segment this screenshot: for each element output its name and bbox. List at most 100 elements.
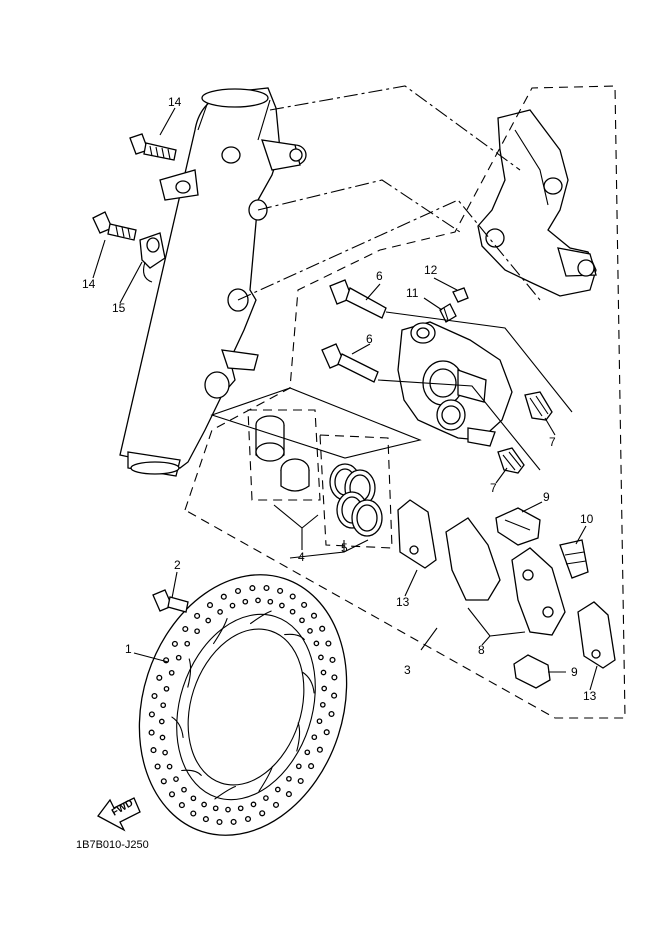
pad-left [397, 499, 437, 569]
disc-hole [310, 612, 318, 619]
disc-hole [162, 749, 168, 756]
disc-hole [289, 608, 296, 615]
disc-hole [154, 763, 161, 770]
disc-hole [216, 818, 223, 826]
bleed-cap [452, 287, 469, 303]
pad-kit [445, 517, 566, 636]
brake-disc [138, 574, 348, 836]
disc-vent-slot [171, 716, 184, 739]
disc-hole [323, 729, 330, 736]
disc-hole [263, 795, 269, 801]
callout-5: 5 [341, 541, 348, 555]
disc-hole [190, 795, 197, 802]
disc-hole [220, 593, 227, 600]
callout-9-lower: 9 [571, 665, 578, 679]
callout-10: 10 [580, 512, 594, 526]
disc-hole [151, 692, 158, 700]
disc-hole [230, 818, 237, 825]
disc-vent-slot [258, 765, 273, 792]
disc-hole [272, 801, 280, 808]
disc-hole [237, 805, 244, 812]
disc-vent-slot [302, 671, 315, 694]
callout-4: 4 [298, 550, 305, 564]
disc-hole [311, 734, 318, 741]
disc-hole [244, 815, 252, 823]
piston-group [247, 409, 321, 501]
disc-hole [328, 710, 335, 718]
disc-vent-slot [213, 618, 228, 645]
bolt-upper [129, 133, 177, 161]
disc-hole [178, 802, 185, 809]
disc-hole [331, 674, 338, 681]
disc-hole [182, 625, 189, 633]
disc-hole [171, 640, 178, 647]
disc-hole [250, 801, 257, 808]
disc-hole [163, 685, 170, 692]
leader-line [385, 311, 573, 413]
callout-leaders [92, 107, 598, 691]
pin-lower [321, 343, 379, 383]
disc-hole [202, 816, 209, 823]
leader-line [257, 179, 461, 233]
bolt-lower [92, 211, 137, 241]
disc-hole [274, 786, 281, 793]
seal-kit [319, 434, 393, 549]
disc-hole [194, 628, 200, 635]
disc-hole [159, 734, 166, 741]
spring-lower [513, 654, 551, 689]
disc-hole [318, 654, 324, 661]
disc-hole [263, 584, 270, 592]
disc-vent-slot [181, 769, 202, 776]
callout-8: 8 [478, 643, 485, 657]
disc-hole [205, 617, 212, 624]
callout-12: 12 [424, 263, 438, 277]
disc-hole [304, 749, 311, 756]
disc-hole [321, 685, 328, 692]
disc-hole [160, 702, 167, 709]
leader-line [237, 199, 541, 301]
callout-7-left: 7 [490, 481, 497, 495]
callout-6-upper: 6 [376, 269, 383, 283]
disc-hole [277, 587, 284, 594]
disc-hole [313, 640, 320, 647]
disc-hole [286, 775, 292, 782]
disc-hole [259, 810, 266, 817]
callout-6-lower: 6 [366, 332, 373, 346]
disc-hole [299, 617, 305, 624]
disc-hole [201, 801, 207, 808]
callout-15: 15 [112, 301, 126, 315]
disc-vent-slot [250, 610, 272, 625]
callout-1: 1 [125, 642, 132, 656]
leader-line [210, 387, 422, 459]
disc-vent-slot [284, 633, 305, 641]
callout-13-right: 13 [583, 689, 597, 703]
pad-clip [559, 539, 589, 579]
disc-hole [173, 776, 179, 782]
disc-hole [295, 763, 302, 770]
callout-11: 11 [406, 286, 419, 300]
disc-hole [316, 746, 323, 753]
callout-9-upper: 9 [543, 490, 550, 504]
disc-hole [249, 585, 256, 592]
leader-line [377, 379, 541, 471]
fwd-arrow-icon: FWD [97, 797, 141, 832]
bleed-screw [439, 303, 457, 323]
disc-hole [307, 628, 313, 634]
pin-upper [329, 279, 387, 319]
disc-hole [255, 597, 261, 604]
hose-guide [139, 232, 166, 283]
disc-hole [194, 612, 201, 619]
disc-vent-slot [214, 785, 236, 800]
disc-bolt [152, 589, 189, 613]
disc-hole [316, 718, 323, 725]
disc-hole [212, 805, 219, 812]
disc-hole [279, 602, 285, 609]
disc-hole [331, 692, 338, 699]
disc-hole [175, 654, 182, 661]
disc-hole [156, 674, 163, 681]
disc-hole [319, 625, 326, 632]
callout-14-lower: 14 [82, 277, 96, 291]
disc-hole [285, 791, 292, 798]
disc-hole [190, 810, 197, 817]
